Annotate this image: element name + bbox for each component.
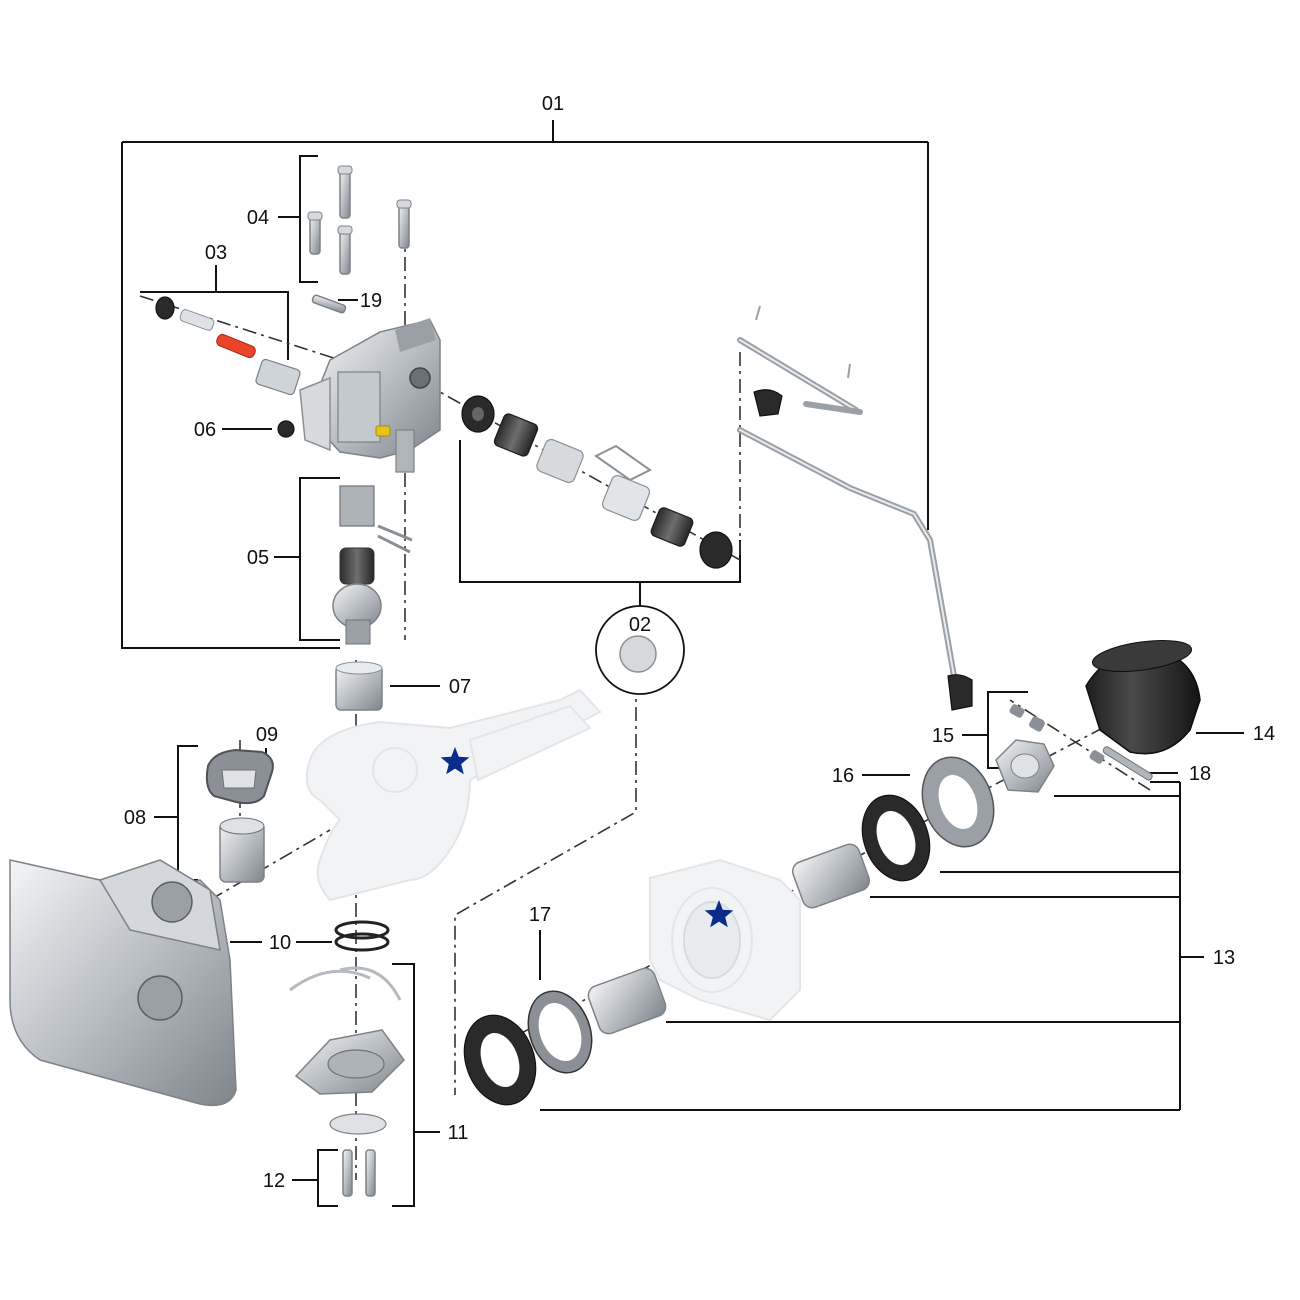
leader-lines <box>121 120 1244 1207</box>
callout-19: 19 <box>360 290 382 312</box>
callout-14: 14 <box>1253 723 1275 745</box>
part-11-base-assembly <box>289 966 405 1135</box>
callout-06: 06 <box>194 419 216 441</box>
part-01-coupling-head <box>299 318 441 473</box>
callout-10: 10 <box>269 932 291 954</box>
callout-18: 18 <box>1189 763 1211 785</box>
part-17-washer <box>463 990 593 1106</box>
ghost-bearing-housing <box>649 858 801 1022</box>
part-03-spring-set <box>155 296 301 396</box>
part-08-sleeve <box>219 817 265 883</box>
part-15-nut <box>995 704 1055 793</box>
part-06-plug <box>277 420 295 438</box>
part-14-dust-cap <box>1085 639 1201 755</box>
callout-13: 13 <box>1213 947 1235 969</box>
callout-09: 09 <box>256 724 278 746</box>
part-09-wear-plate <box>205 748 274 805</box>
star-icon <box>704 900 734 928</box>
part-02-shaft-assembly <box>461 395 733 569</box>
part-12-bolts <box>342 1149 376 1197</box>
callout-04: 04 <box>247 207 269 229</box>
callout-15: 15 <box>932 725 954 747</box>
part-18-pin <box>1089 746 1153 781</box>
callout-08: 08 <box>124 807 146 829</box>
part-upper-bushing <box>791 843 871 909</box>
part-04-bolts <box>307 165 412 275</box>
part-07-bushing <box>335 661 383 711</box>
callout-01: 01 <box>542 93 564 115</box>
part-handle-lever <box>737 305 973 711</box>
callout-02: 02 <box>629 614 651 636</box>
part-10-spring-ring <box>334 920 390 952</box>
part-mounting-plate <box>9 859 237 1107</box>
part-19-pin <box>311 294 347 314</box>
callout-labels: 01 04 03 19 06 05 02 07 09 08 10 11 12 1… <box>124 93 1275 1192</box>
callout-07: 07 <box>449 676 471 698</box>
part-16-washer <box>861 756 995 882</box>
part-05-ball-joint <box>332 485 413 645</box>
part-lower-bushing <box>587 967 667 1035</box>
callout-16: 16 <box>832 765 854 787</box>
star-icon <box>440 747 470 775</box>
callout-17: 17 <box>529 904 551 926</box>
callout-03: 03 <box>205 242 227 264</box>
callout-05: 05 <box>247 547 269 569</box>
detail-02-inset <box>595 605 685 695</box>
callout-11: 11 <box>448 1122 469 1144</box>
callout-12: 12 <box>263 1170 285 1192</box>
markers <box>440 747 734 928</box>
ghost-axle-housing <box>305 688 602 902</box>
